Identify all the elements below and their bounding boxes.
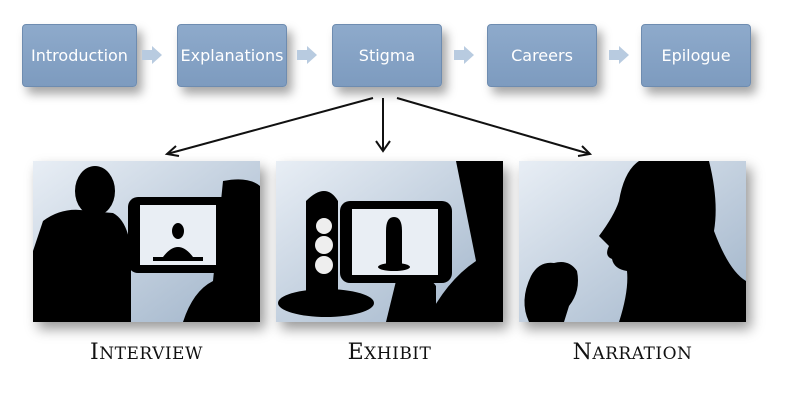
branch-arrows <box>164 97 593 157</box>
step-careers[interactable]: Careers <box>487 24 597 87</box>
step-flow: Introduction Explanations Stigma Careers… <box>0 0 807 110</box>
chevron-right-icon <box>297 46 317 64</box>
step-introduction[interactable]: Introduction <box>22 24 137 87</box>
step-label: Introduction <box>31 46 128 65</box>
step-epilogue[interactable]: Epilogue <box>641 24 751 87</box>
exhibit-image <box>276 161 503 322</box>
chevron-right-icon <box>454 46 474 64</box>
caption-narration: NARRATION <box>572 340 693 365</box>
arrow-to-interview <box>166 97 374 155</box>
step-label: Explanations <box>180 46 284 65</box>
interview-image <box>33 161 260 322</box>
chevron-right-icon <box>142 46 162 64</box>
caption-interview: INTERVIEW <box>90 340 203 365</box>
chevron-right-icon <box>609 46 629 64</box>
caption-exhibit: EXHIBIT <box>347 340 432 365</box>
step-label: Stigma <box>358 46 416 65</box>
step-stigma[interactable]: Stigma <box>332 24 442 87</box>
narration-image <box>519 161 746 322</box>
step-explanations[interactable]: Explanations <box>177 24 287 87</box>
arrow-to-narration <box>396 97 591 155</box>
step-label: Careers <box>511 46 573 65</box>
step-label: Epilogue <box>661 46 731 65</box>
